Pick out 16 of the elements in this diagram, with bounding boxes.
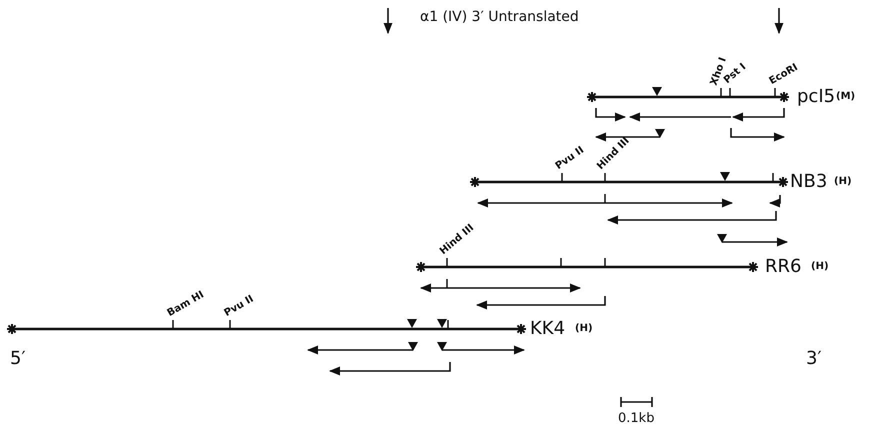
region-label: α1 (IV) 3′ Untranslated xyxy=(420,10,579,24)
restriction-site-label: Pvu II xyxy=(554,146,586,172)
clone-label: KK4 xyxy=(530,320,566,338)
species-label: (H) xyxy=(575,324,593,334)
species-label: (M) xyxy=(836,92,856,102)
end-label: 5′ xyxy=(10,350,26,368)
species-label: (H) xyxy=(811,262,829,272)
clone-label: pcI5 xyxy=(797,88,836,106)
restriction-site-label: Bam HI xyxy=(166,290,206,319)
restriction-site-label: Pst I xyxy=(722,62,748,86)
scale-label: 0.1kb xyxy=(618,412,654,425)
restriction-site-label: Pvu II xyxy=(223,294,256,319)
clone-label: NB3 xyxy=(790,173,828,191)
end-label: 3′ xyxy=(806,350,822,368)
clone-label: RR6 xyxy=(765,258,802,276)
species-label: (H) xyxy=(834,177,852,187)
